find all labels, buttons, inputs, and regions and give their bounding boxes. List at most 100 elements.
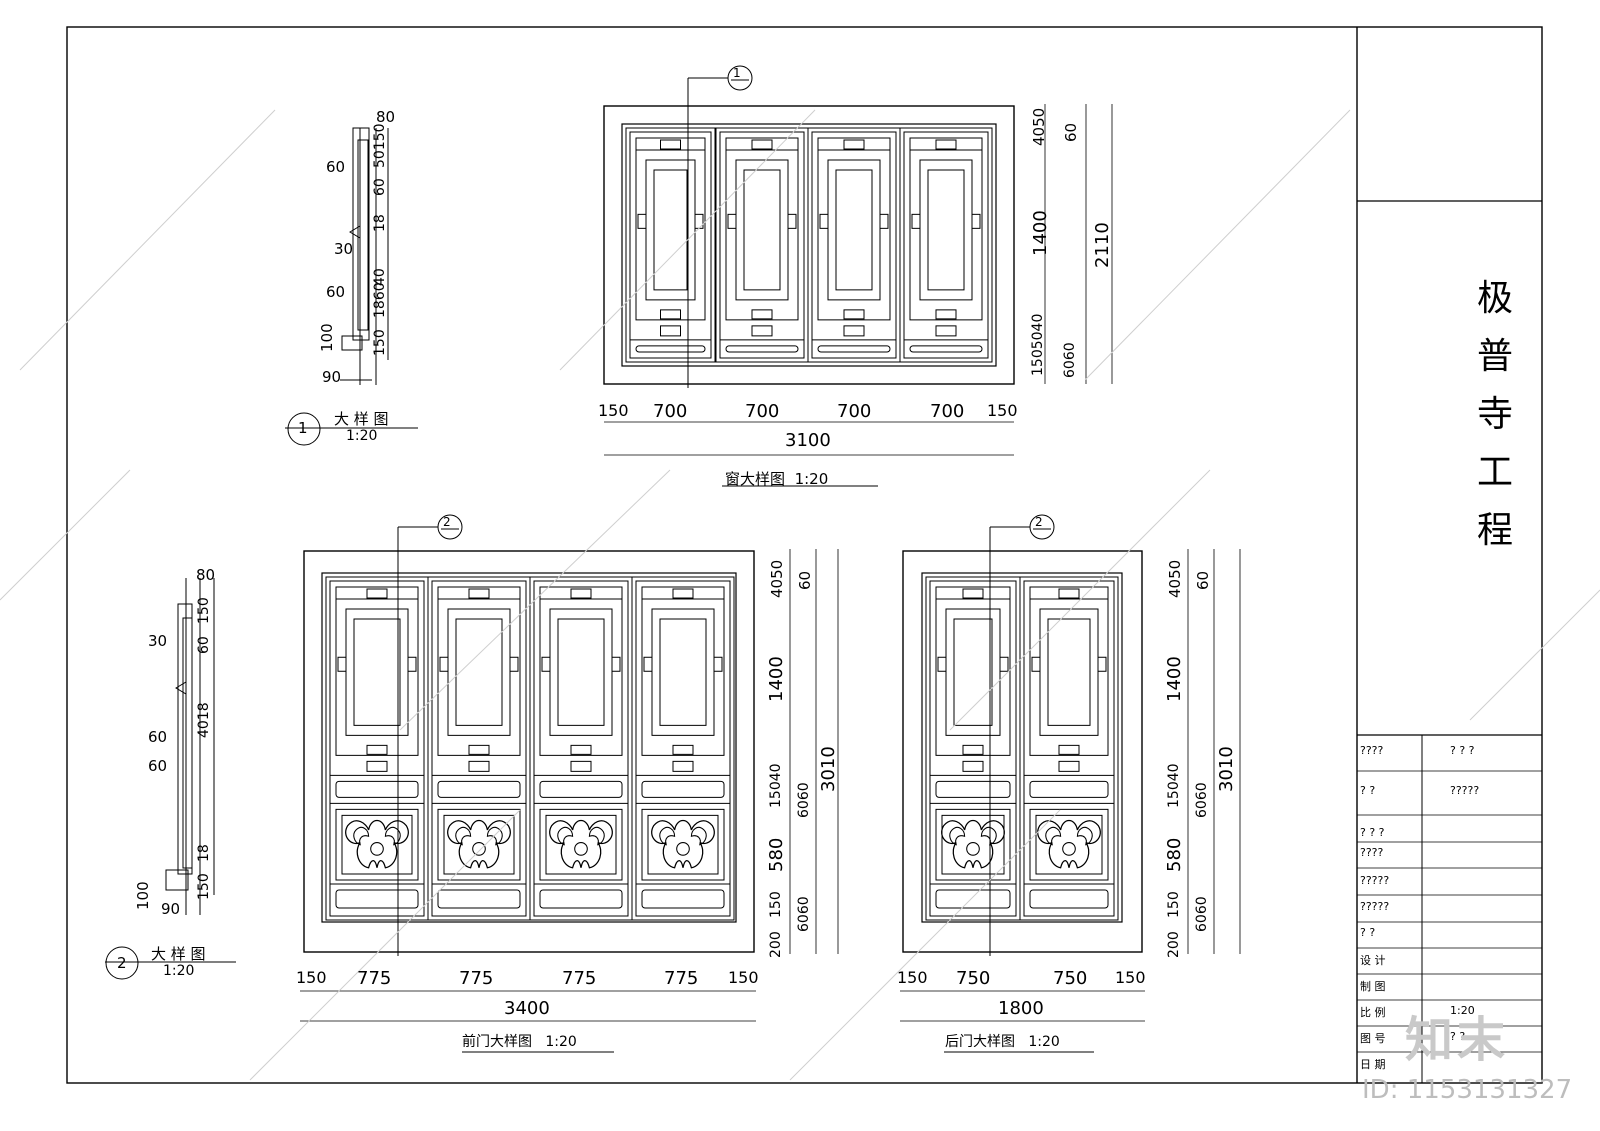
window-dim-w3: 700 <box>837 401 872 422</box>
window-elevation <box>603 65 1113 487</box>
detail1-dim-r12: 50150 <box>372 123 388 168</box>
bottom-panel <box>641 889 725 909</box>
project-title-char: 寺 <box>1476 394 1513 435</box>
detail1-dim-l2: 60 <box>326 283 346 301</box>
bottom-panel <box>817 345 891 353</box>
lattice-core <box>927 169 965 291</box>
title-block-value: ????? <box>1450 784 1480 797</box>
lattice-inner <box>919 159 973 301</box>
detail2-dim-r2: 60 <box>196 636 212 654</box>
lattice-knot <box>468 760 490 772</box>
lattice-knot <box>672 760 694 772</box>
title-block-label: 制 图 <box>1360 980 1386 993</box>
back-door-total-height: 3010 <box>1216 746 1237 792</box>
back-door-title: 后门大样图 1:20 <box>945 1034 1060 1050</box>
bottom-panel <box>909 345 983 353</box>
lattice-inner <box>645 159 696 301</box>
bottom-panel <box>335 889 419 909</box>
lattice-knot <box>1058 744 1080 755</box>
lattice-knot <box>509 656 519 672</box>
front-door-dim-h12: 200 <box>768 931 784 958</box>
lattice-knot <box>366 588 388 599</box>
lattice-knot <box>962 744 984 755</box>
back-door-total-width: 1800 <box>998 998 1044 1019</box>
lattice-knot <box>439 656 449 672</box>
leaf-frame <box>325 576 429 921</box>
ruyi-panel-inner <box>647 814 719 875</box>
window-dim-w2: 700 <box>745 401 780 422</box>
ruyi-panel-inner <box>443 814 515 875</box>
detail1-dim-r3: 60 <box>372 178 388 196</box>
lattice-inner <box>945 608 1001 736</box>
back-door-dim-h67: 6060 <box>1194 782 1210 818</box>
leaf-inner-frame <box>629 131 712 359</box>
lattice-knot <box>1058 760 1080 772</box>
detail1-scale: 1:20 <box>346 428 378 444</box>
detail1-dim-l1: 30 <box>334 240 354 258</box>
detail1-dim-r8: 150 <box>372 329 388 356</box>
apron-panel <box>335 780 419 798</box>
lattice-knot <box>660 325 681 337</box>
title-block-label: 比 例 <box>1360 1006 1386 1019</box>
ruyi-panel-inner <box>341 814 413 875</box>
back-door-dim-h45: 15040 <box>1166 763 1182 808</box>
back-door-dim-h2: 60 <box>1194 570 1212 590</box>
back-door-section-ref: 2 <box>1035 515 1043 529</box>
lattice-knot <box>727 213 737 229</box>
back-door-dim-h01: 4050 <box>1166 559 1184 598</box>
window-dim-w1: 700 <box>653 401 688 422</box>
lattice-knot <box>911 213 921 229</box>
lattice-core <box>353 618 401 726</box>
window-total-height: 2110 <box>1092 222 1113 268</box>
leaf-frame <box>631 576 735 921</box>
bottom-panel <box>437 889 521 909</box>
ruyi-carving <box>651 819 715 869</box>
lattice-inner <box>735 159 789 301</box>
leaf-frame <box>807 127 901 363</box>
title-block-label: 图 号 <box>1360 1032 1386 1045</box>
title-block-label: ? ? <box>1360 784 1376 797</box>
detail1-dim-r67: 1860 <box>372 282 388 318</box>
lattice-knot <box>935 139 957 150</box>
front-door-dim-w2: 775 <box>459 968 494 989</box>
watermark-pattern <box>0 109 1600 1081</box>
lattice-knot <box>660 309 681 320</box>
front-door-dim-w0: 150 <box>296 968 327 987</box>
lattice-core <box>557 618 605 726</box>
project-title: 极 普 寺 工 程 <box>1465 270 1525 560</box>
back-door-dim-w3: 150 <box>1115 968 1146 987</box>
lattice-outer <box>635 137 706 321</box>
detail2-dim-r1: 150 <box>196 597 212 624</box>
lattice-knot <box>937 656 947 672</box>
detail2-scale: 1:20 <box>163 963 195 979</box>
leaf-frame <box>625 127 716 363</box>
leaf-inner-frame <box>431 580 527 917</box>
front-door-total-height: 3010 <box>818 746 839 792</box>
leaf-frame <box>715 127 809 363</box>
title-block-label: ? ? ? <box>1360 826 1385 839</box>
project-title-char: 工 <box>1476 452 1513 493</box>
lattice-knot <box>337 656 347 672</box>
leaf-inner-frame <box>1023 580 1115 917</box>
lattice-knot <box>643 656 653 672</box>
lattice-knot <box>660 139 681 150</box>
lattice-outer <box>335 586 419 756</box>
window-dim-w0: 150 <box>598 401 629 420</box>
lattice-knot <box>407 656 417 672</box>
watermark-id: ID: 1153131327 <box>1362 1075 1573 1105</box>
lattice-inner <box>345 608 409 736</box>
lattice-core <box>835 169 873 291</box>
detail2-dim-r345: 4018 <box>196 702 212 738</box>
title-block-label: ???? <box>1360 846 1384 859</box>
lattice-knot <box>971 213 981 229</box>
lattice-core <box>1047 618 1091 726</box>
title-block-label: ????? <box>1360 874 1390 887</box>
back-door-dim-h3: 1400 <box>1164 656 1185 702</box>
leaf-inner-frame <box>929 580 1017 917</box>
lattice-knot <box>672 744 694 755</box>
window-title: 窗大样图 1:20 <box>725 470 829 488</box>
lattice-knot <box>366 744 388 755</box>
leaf-inner-frame <box>811 131 897 359</box>
window-dim-h3: 1400 <box>1030 210 1051 256</box>
bottom-panel <box>635 345 706 353</box>
